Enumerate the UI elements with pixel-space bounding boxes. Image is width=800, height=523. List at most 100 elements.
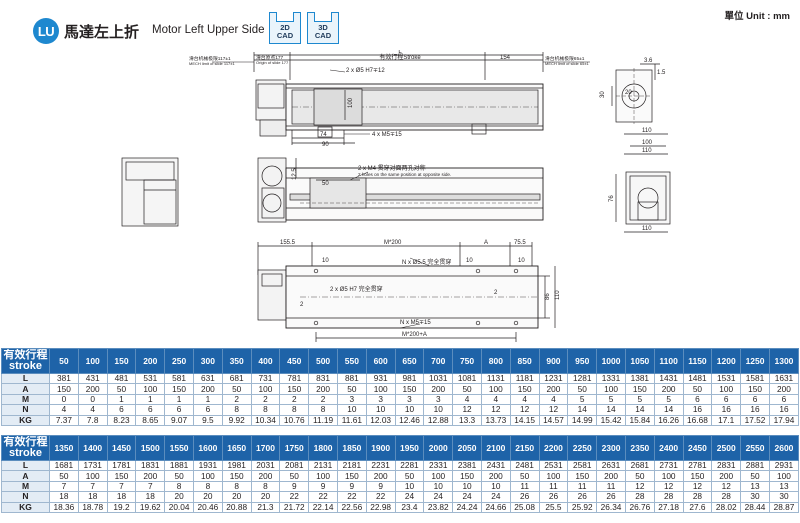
table-cell: 9.5: [192, 414, 223, 426]
table-cell: 831: [308, 372, 338, 385]
table-cell: 20.88: [221, 501, 252, 513]
dim-10-c: 10: [518, 258, 525, 264]
stroke-header-cell: 750: [452, 348, 482, 374]
table-cell: 200: [365, 470, 396, 482]
model-badge: LU: [33, 18, 59, 44]
stroke-header-cell: 1100: [653, 348, 684, 374]
table-cell: 24: [452, 491, 482, 503]
table-cell: 100: [192, 470, 223, 482]
table-cell: 24: [423, 491, 454, 503]
table-cell: 2: [250, 393, 281, 406]
stroke-header-cell: 700: [423, 348, 454, 374]
table-cell: 10: [452, 480, 482, 493]
table-cell: 21.72: [279, 501, 310, 513]
table-cell: 12: [711, 480, 742, 493]
stroke-header-cell: 50: [49, 348, 79, 374]
stroke-header-cell: 2200: [538, 435, 569, 461]
table-cell: 5: [596, 393, 626, 406]
table-cell: 1181: [509, 372, 540, 385]
table-cell: 18: [49, 491, 79, 503]
table-cell: 17.1: [711, 414, 742, 426]
table-cell: 20: [192, 491, 223, 503]
table-cell: 22: [336, 491, 367, 503]
table-cell: 8: [192, 480, 223, 493]
table-cell: 581: [164, 372, 194, 385]
row-label: A: [1, 470, 50, 482]
unit-label: 單位 Unit : mm: [724, 11, 790, 22]
stroke-header-cell: 2050: [452, 435, 482, 461]
table-cell: 200: [308, 383, 338, 395]
row-label: N: [1, 491, 50, 503]
table-cell: 16.68: [682, 414, 713, 426]
stroke-header-cell: 2450: [682, 435, 713, 461]
table-cell: 100: [308, 470, 338, 482]
stroke-header-cell: 850: [509, 348, 540, 374]
stroke-header-cell: 1000: [596, 348, 626, 374]
table-cell: 150: [509, 383, 540, 395]
table-cell: 16: [682, 404, 713, 416]
dim-10-b: 10: [466, 258, 473, 264]
table-cell: 4: [480, 393, 511, 406]
table-cell: 4: [509, 393, 540, 406]
table-cell: 10: [480, 480, 511, 493]
table-cell: 9: [336, 480, 367, 493]
table-cell: 22: [308, 491, 338, 503]
dim-30: 30: [600, 91, 606, 98]
table-cell: 6: [164, 404, 194, 416]
stroke-header-cell: 2150: [509, 435, 540, 461]
table-cell: 26: [509, 491, 540, 503]
stroke-header-cell: 2100: [480, 435, 511, 461]
table-cell: 1931: [192, 459, 223, 472]
table-cell: 150: [106, 470, 137, 482]
row-label: L: [1, 372, 50, 385]
table-cell: 12: [682, 480, 713, 493]
drawing-svg: L 有效行程Stroke 滑台机械极限117±1 MECH limit of s…: [121, 50, 671, 342]
dim-110-b: 110: [642, 148, 652, 154]
stroke-header-cell: 1450: [106, 435, 137, 461]
dim-110-d: 110: [555, 290, 561, 300]
stroke-header-cell: 1350: [49, 435, 79, 461]
dim-right-limit-en: MECH limit of slide 65±1: [545, 61, 590, 66]
table-cell: 12: [452, 404, 482, 416]
table-cell: 1981: [221, 459, 252, 472]
dim-110-a: 110: [642, 128, 652, 134]
table-cell: 2731: [653, 459, 684, 472]
table-cell: 100: [768, 470, 800, 482]
table-cell: 12.88: [423, 414, 454, 426]
table-cell: 50: [682, 383, 713, 395]
stroke-header-cell: 2250: [567, 435, 598, 461]
table-cell: 26: [538, 491, 569, 503]
dim-20: 20: [625, 90, 632, 96]
table-cell: 8.65: [135, 414, 166, 426]
table-cell: 12: [509, 404, 540, 416]
table-cell: 150: [221, 470, 252, 482]
dim-3-6: 3.6: [644, 58, 653, 64]
table-cell: 8: [279, 404, 310, 416]
dim-76: 76: [609, 195, 615, 202]
table-cell: 6: [682, 393, 713, 406]
table-cell: 6: [711, 393, 742, 406]
title-english: Motor Left Upper Side: [152, 24, 265, 36]
table-cell: 100: [711, 383, 742, 395]
table-cell: 14.99: [567, 414, 598, 426]
table-cell: 28: [682, 491, 713, 503]
table-cell: 1131: [480, 372, 511, 385]
table-cell: 2431: [480, 459, 511, 472]
table-cell: 881: [336, 372, 367, 385]
table-cell: 631: [192, 372, 223, 385]
table-cell: 28: [653, 491, 684, 503]
table-cell: 6: [135, 404, 166, 416]
table-cell: 0: [49, 393, 79, 406]
dim-74: 74: [320, 132, 327, 138]
dim-stroke: 有效行程Stroke: [379, 53, 421, 61]
table-cell: 10.76: [279, 414, 310, 426]
